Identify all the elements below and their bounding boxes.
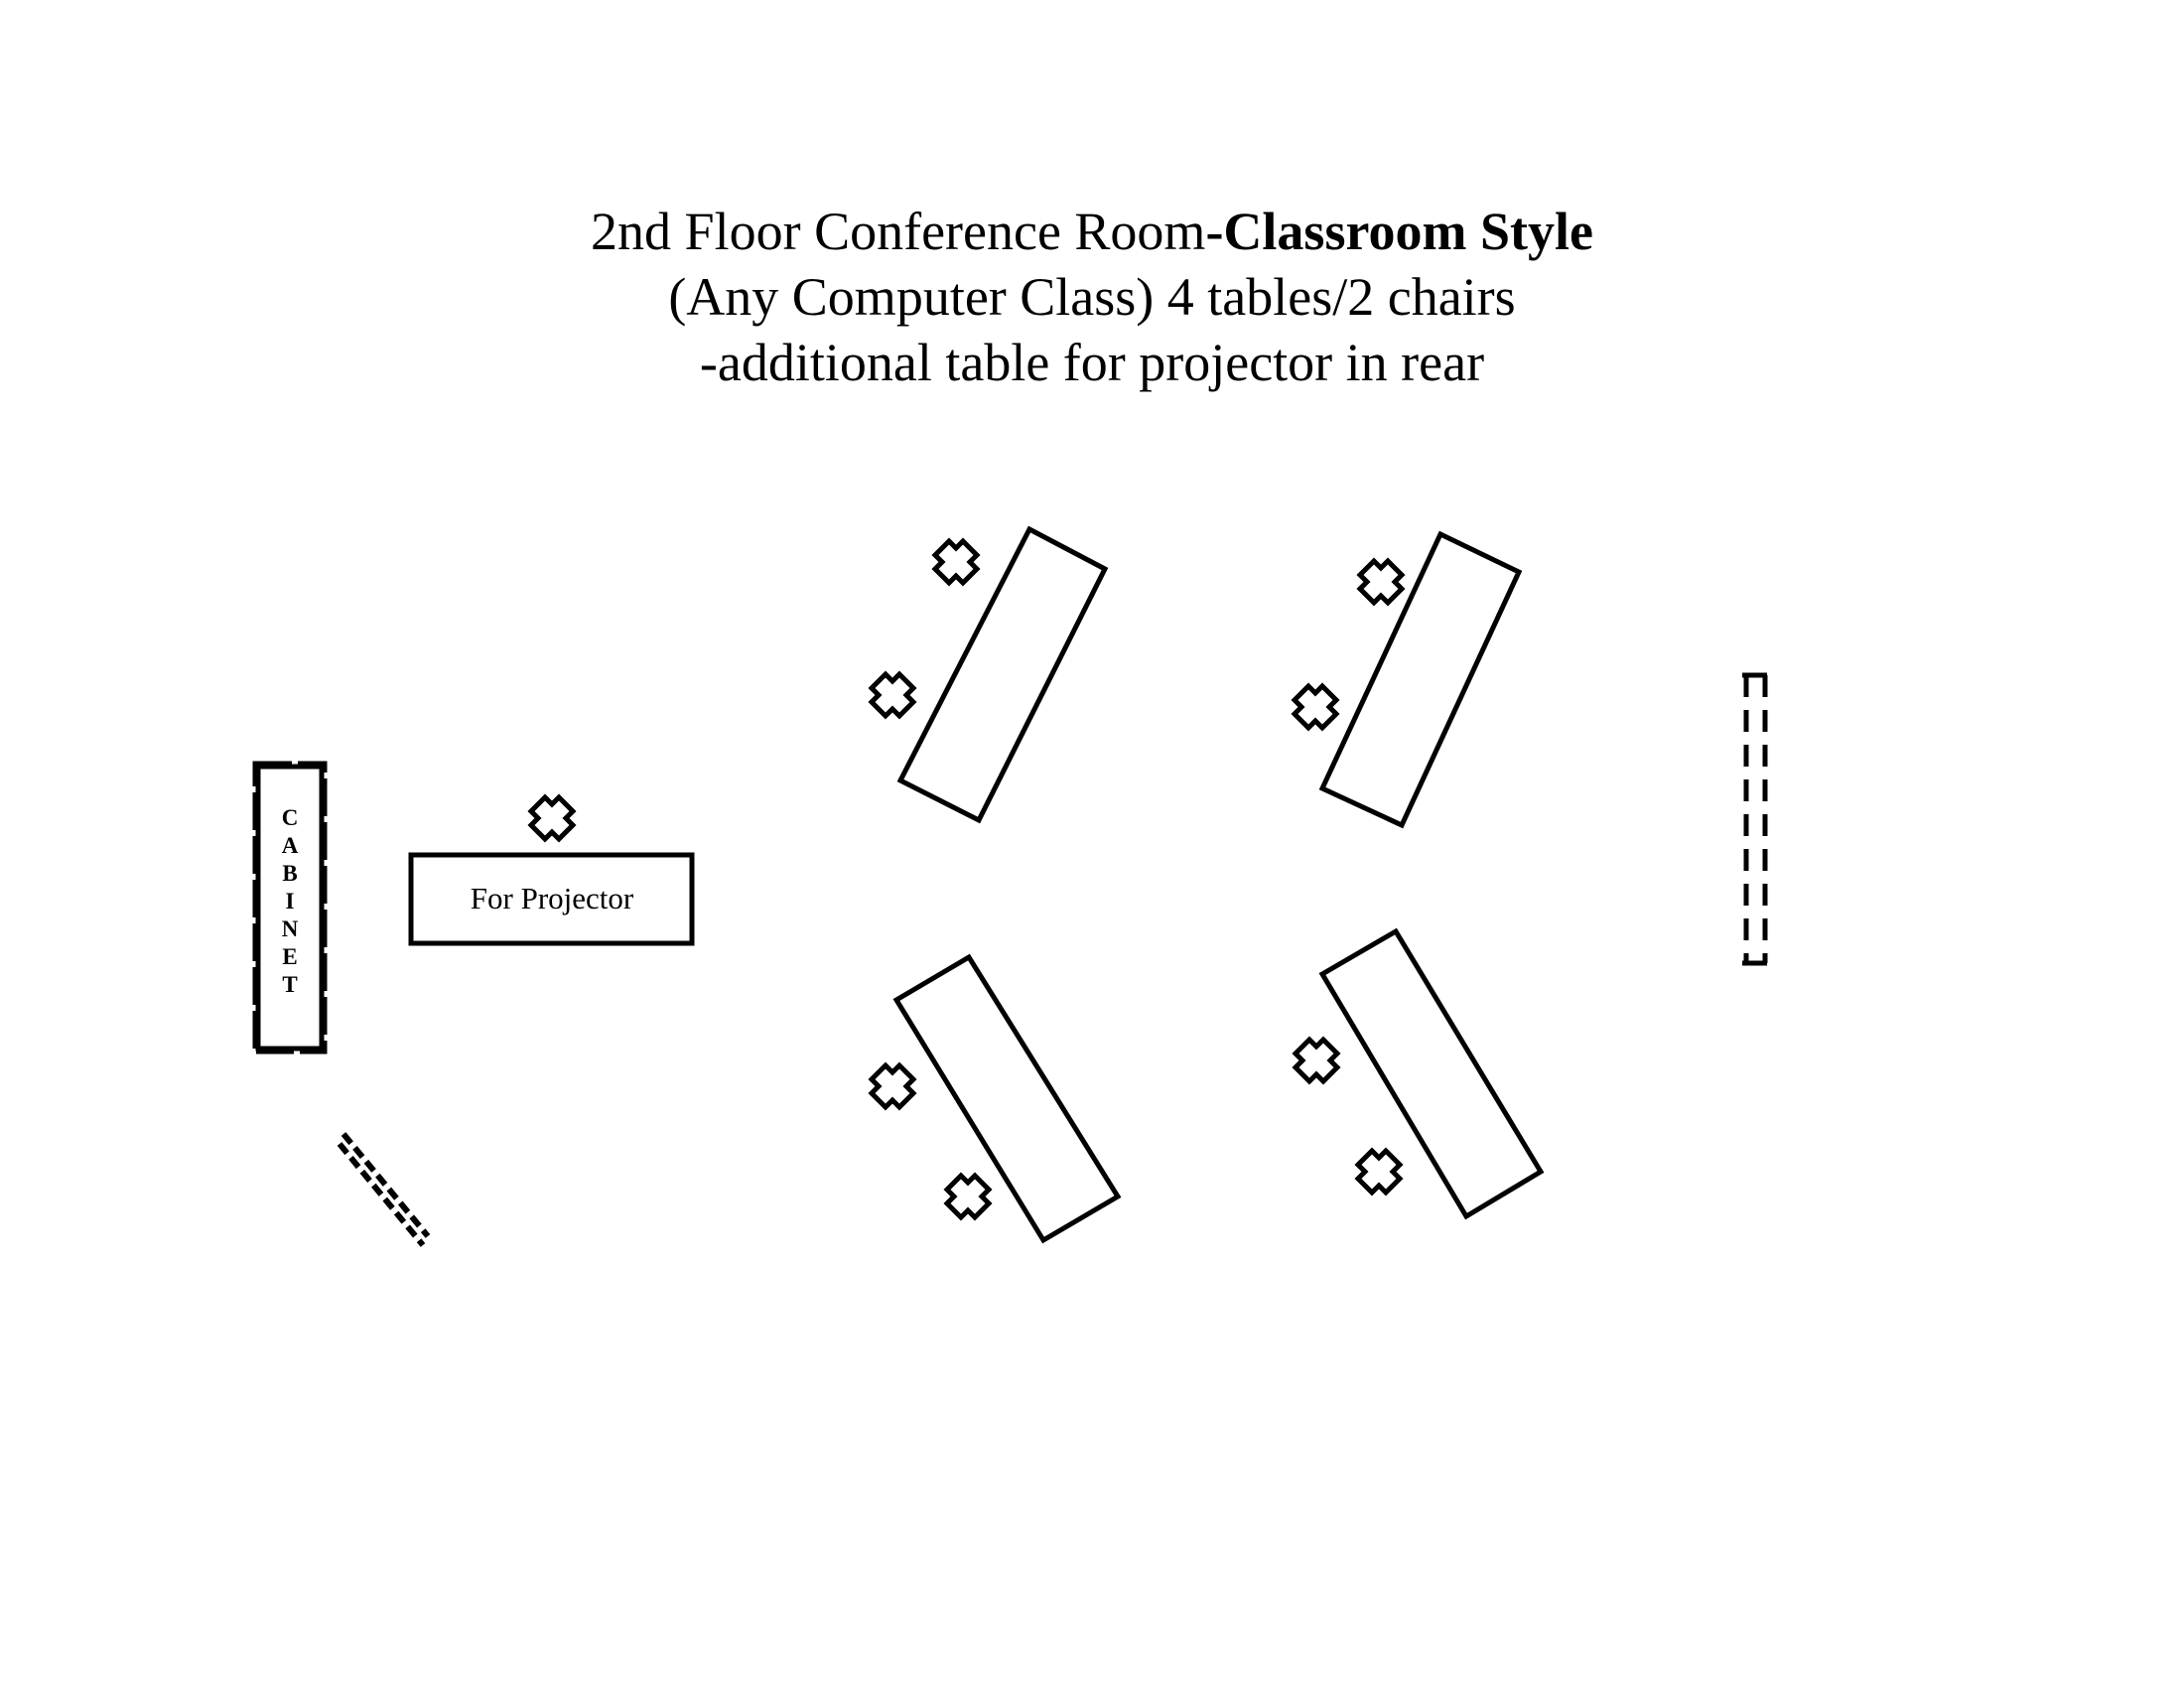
- cabinet: C A B I N E T: [252, 761, 328, 1055]
- table-2-outline: [1318, 530, 1523, 829]
- dashed-diagonal-panel: [337, 1132, 431, 1247]
- projector-chair-icon: [531, 797, 573, 839]
- table-1-chair-icon: [872, 674, 913, 716]
- cabinet-letter: C: [282, 805, 299, 830]
- cabinet-outer-outline: [252, 761, 328, 1055]
- table-3: [872, 953, 1122, 1244]
- table-3-outline: [892, 953, 1122, 1244]
- cabinet-inner-outline: [255, 764, 325, 1052]
- cabinet-letter: E: [282, 944, 297, 969]
- table-3-chair-icon: [872, 1065, 913, 1107]
- table-1: [872, 525, 1109, 824]
- table-3-chair-icon: [947, 1176, 989, 1217]
- diagram-title: 2nd Floor Conference Room-Classroom Styl…: [0, 199, 2184, 395]
- title-style-name: -Classroom Style: [1205, 202, 1593, 261]
- table-4-chair-icon: [1358, 1151, 1400, 1193]
- cabinet-letter: A: [282, 833, 299, 858]
- table-4: [1296, 927, 1545, 1220]
- cabinet-letter: B: [282, 861, 297, 886]
- table-4-outline: [1318, 927, 1545, 1220]
- table-2-chair-icon: [1360, 561, 1402, 603]
- dashed-right-panel: [1742, 672, 1768, 966]
- title-room-name: 2nd Floor Conference Room: [591, 202, 1206, 261]
- title-line-2: (Any Computer Class) 4 tables/2 chairs: [668, 267, 1516, 327]
- title-line-3: -additional table for projector in rear: [699, 333, 1485, 392]
- cabinet-letter: N: [282, 916, 299, 941]
- cabinet-letter: T: [282, 972, 297, 997]
- dashed-panel-line-a: [341, 1132, 431, 1238]
- table-2-chair-icon: [1295, 686, 1336, 728]
- table-1-outline: [896, 525, 1109, 824]
- cabinet-letter: I: [286, 889, 295, 914]
- projector-table-outline: [408, 852, 695, 946]
- projector-table: For Projector: [408, 797, 695, 946]
- table-4-chair-icon: [1296, 1040, 1337, 1081]
- table-1-chair-icon: [935, 541, 977, 583]
- table-2: [1295, 530, 1523, 829]
- projector-table-label: For Projector: [471, 881, 634, 915]
- title-line-1: 2nd Floor Conference Room-Classroom Styl…: [0, 199, 2184, 264]
- dashed-panel-line-b: [337, 1142, 426, 1247]
